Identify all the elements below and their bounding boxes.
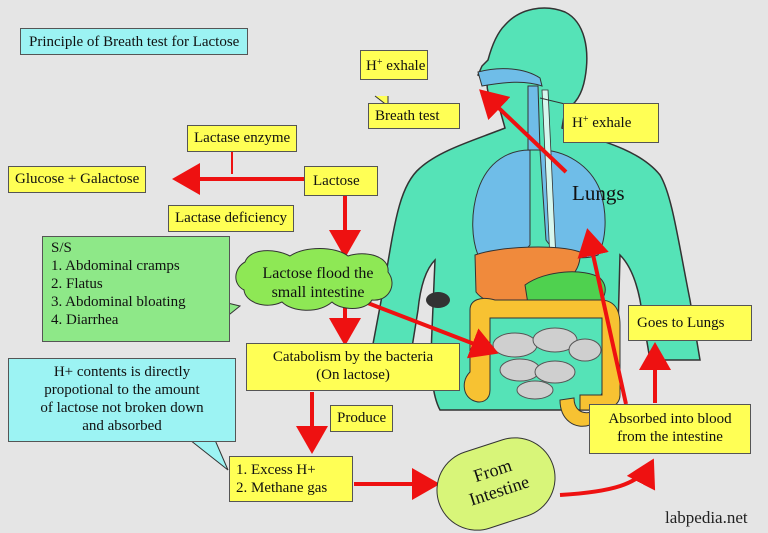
goes-to-lungs-label: Goes to Lungs [628,305,752,341]
product-line: 1. Excess H+ [236,462,316,478]
excess-products-box: 1. Excess H+ 2. Methane gas [229,456,353,502]
note-line: and absorbed [82,418,162,434]
catabolism-line: Catabolism by the bacteria [272,349,434,365]
absorbed-line: Absorbed into blood [608,411,732,427]
note-line: propotional to the amount [44,382,200,398]
lungs-label: Lungs [572,181,625,205]
source-credit: labpedia.net [665,508,748,527]
flow-arrows [172,89,671,500]
h-symbol: H [366,58,377,74]
lactase-enzyme-label: Lactase enzyme [187,125,298,152]
produce-label: Produce [330,405,394,432]
symptom-item: 2. Flatus [51,276,103,292]
arrow-lungs-to-mouth [479,89,568,174]
h-plus-superscript: + [582,114,589,125]
symptoms-heading: S/S [51,240,72,256]
exhale-text: exhale [382,58,426,74]
lactase-deficiency-label: Lactase deficiency [168,205,295,232]
lactose-flood-cloud [235,248,393,311]
note-line: H+ contents is directly [53,364,191,380]
spleen [426,292,450,308]
arrow-intestine-to-absorbed [559,458,656,497]
catabolism-box: Catabolism by the bacteria (On lactose) [246,343,460,391]
diagram-title: Principle of Breath test for Lactose [20,28,249,55]
glucose-galactose-label: Glucose + Galactose [8,166,147,193]
lactose-label: Lactose [304,166,378,196]
h-plus-superscript: + [376,57,383,68]
arrow-flood-to-intestine [359,298,499,359]
h-exhale-mouth-label: H+ exhale [360,50,428,80]
h-exhale-lungs-label: H+ exhale [563,103,659,143]
catabolism-line: (On lactose) [316,367,390,383]
symptom-item: 4. Diarrhea [51,312,119,328]
note-line: of lactose not broken down [40,400,204,416]
arrow-to-lungs [577,228,628,405]
lactose-flood-text: Lactose flood the small intestine [250,264,386,302]
breath-test-label: Breath test [368,103,460,129]
airway [477,68,543,87]
small-intestine [492,327,602,400]
h-contents-note: H+ contents is directly propotional to t… [8,358,236,442]
human-body-illustration [369,7,701,427]
from-intestine-pill [436,437,556,531]
lactose-flood-line: Lactose flood the [262,265,374,282]
symptoms-box: S/S 1. Abdominal cramps 2. Flatus 3. Abd… [42,236,230,342]
lactose-flood-line: small intestine [271,284,365,301]
symptom-item: 3. Abdominal bloating [51,294,186,310]
absorbed-box: Absorbed into blood from the intestine [589,404,751,454]
absorbed-line: from the intestine [617,429,723,445]
exhale-text: exhale [588,115,632,131]
symptom-item: 1. Abdominal cramps [51,258,180,274]
h-symbol: H [572,115,583,131]
product-line: 2. Methane gas [236,480,328,496]
